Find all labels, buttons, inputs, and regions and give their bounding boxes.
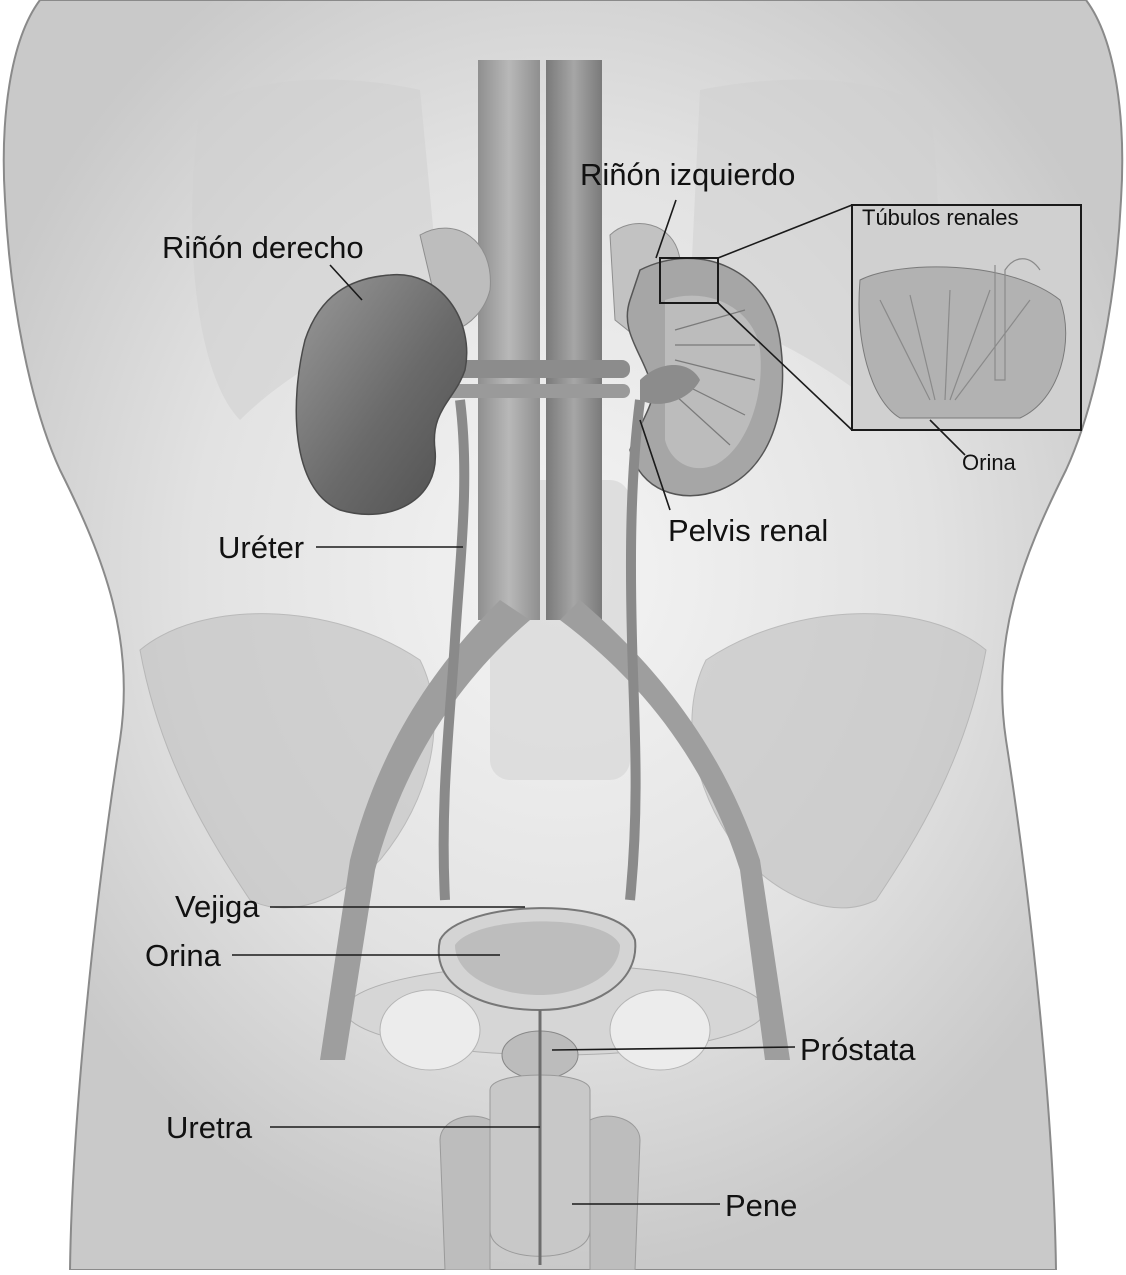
label-right-kidney: Riñón derecho	[162, 230, 364, 265]
label-renal-tubules: Túbulos renales	[862, 205, 1019, 230]
label-urine-inset: Orina	[962, 450, 1017, 475]
label-ureter: Uréter	[218, 530, 304, 565]
label-bladder: Vejiga	[175, 889, 260, 924]
obturator-left	[380, 990, 480, 1070]
obturator-right	[610, 990, 710, 1070]
label-left-kidney: Riñón izquierdo	[580, 157, 795, 192]
vena-cava	[478, 60, 540, 620]
renal-vessel-right	[430, 384, 630, 398]
aorta	[546, 60, 602, 620]
label-urine: Orina	[145, 938, 222, 973]
label-prostate: Próstata	[800, 1032, 916, 1067]
label-penis: Pene	[725, 1188, 797, 1223]
label-renal-pelvis: Pelvis renal	[668, 513, 828, 548]
label-urethra: Uretra	[166, 1110, 253, 1145]
